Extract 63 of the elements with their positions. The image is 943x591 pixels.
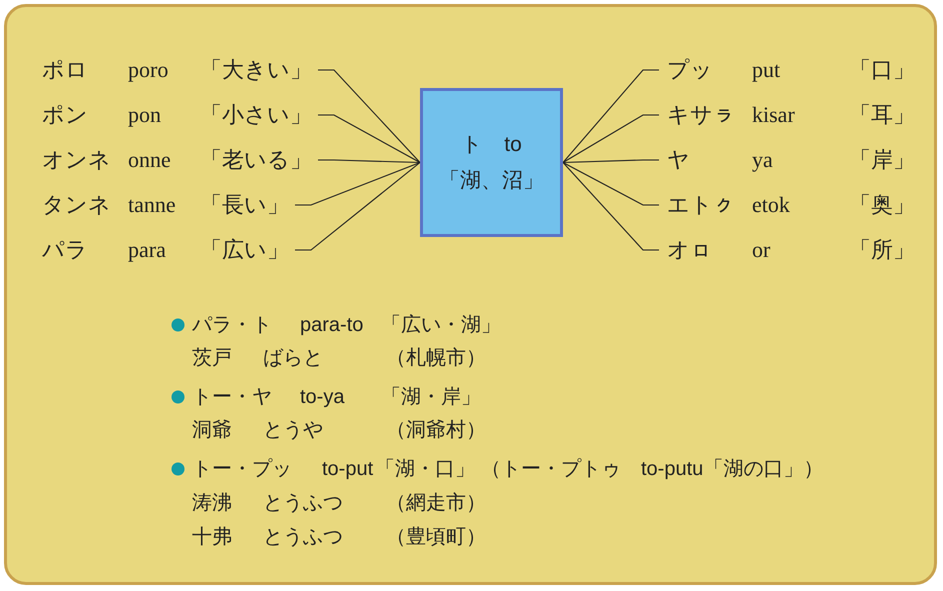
connector-line (318, 69, 420, 163)
meaning-text: 「広い」 (200, 236, 289, 264)
place-name-text: para-to (300, 313, 364, 338)
connector-line (562, 162, 659, 206)
meaning-text: 「長い」 (200, 191, 289, 219)
place-name-text: とうふつ (263, 491, 343, 516)
ainu-word: パラ (42, 236, 89, 264)
romanized-word: tanne (128, 191, 177, 219)
place-name-text: 「広い・湖」 (381, 313, 501, 338)
place-name-text: トー・ヤ (192, 385, 272, 410)
connector-line (295, 162, 420, 251)
place-name-text: とうや (263, 418, 323, 443)
place-name-text: パラ・ト (192, 313, 272, 338)
romanized-word: para (128, 236, 167, 264)
place-name-text: トー・プッ (192, 457, 292, 482)
place-name-text: （洞爺村） (386, 418, 486, 443)
meaning-text: 「老いる」 (200, 146, 312, 174)
romanized-word: put (752, 56, 782, 84)
term-box: ト to 「湖、沼」 (420, 88, 563, 237)
meaning-text: 「所」 (849, 236, 915, 264)
connector-line (318, 114, 420, 163)
connector-line (562, 114, 659, 163)
romanized-word: poro (128, 56, 170, 84)
meaning-text: 「口」 (849, 56, 915, 84)
place-name-text: 「湖・岸」 (381, 385, 481, 410)
ainu-word: オンネ (42, 146, 112, 174)
romanized-word: pon (128, 101, 162, 129)
ainu-word: プッ (667, 56, 714, 84)
place-name-text: to-put (322, 457, 374, 482)
ainu-word: ヤ (667, 146, 691, 174)
meaning-text: 「大きい」 (200, 56, 312, 84)
place-name-text: とうふつ (263, 525, 343, 550)
place-name-text: （豊頃町） (386, 525, 486, 550)
place-name-text: （札幌市） (386, 346, 486, 371)
place-name-text: 涛沸 (192, 491, 232, 516)
ainu-word: キサㇻ (667, 101, 736, 129)
ainu-word: ポン (42, 101, 89, 129)
meaning-text: 「小さい」 (200, 101, 312, 129)
meaning-text: 「耳」 (849, 101, 915, 129)
ainu-word: タンネ (42, 191, 112, 219)
place-name-text: 茨戸 (192, 346, 232, 371)
connector-line (562, 69, 659, 163)
connector-line (318, 159, 420, 164)
ainu-word: ポロ (42, 56, 89, 84)
place-name-text: 「湖・口」 (375, 457, 475, 482)
romanized-word: onne (128, 146, 172, 174)
romanized-word: etok (752, 191, 791, 219)
connector-line (295, 162, 420, 206)
place-name-text: 洞爺 (192, 418, 232, 443)
ainu-word: オㇿ (667, 236, 713, 264)
place-name-text: （網走市） (386, 491, 486, 516)
connector-line (562, 162, 659, 251)
connector-line (562, 159, 659, 164)
place-name-text: ばらと (263, 346, 323, 371)
ainu-word: エトㇰ (667, 191, 736, 219)
romanized-word: ya (752, 146, 774, 174)
place-name-text: 十弗 (192, 525, 232, 550)
meaning-text: 「奥」 (849, 191, 915, 219)
place-name-text: to-ya (300, 385, 344, 410)
romanized-word: kisar (752, 101, 796, 129)
meaning-text: 「岸」 (849, 146, 915, 174)
place-name-text: （トー・プトゥ to-putu「湖の口」） (481, 457, 824, 482)
romanized-word: or (752, 236, 772, 264)
